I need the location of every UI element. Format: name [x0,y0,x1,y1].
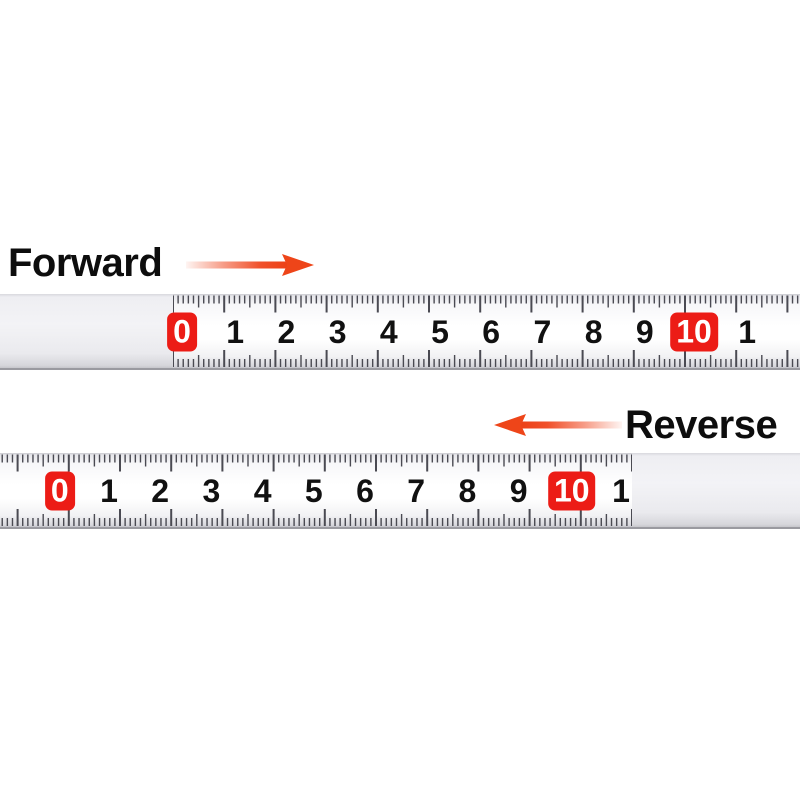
reverse-tape-edge [0,527,800,529]
forward-tick-marks [173,294,800,370]
reverse-tick-marks [0,453,632,529]
forward-tape-blank [0,294,173,370]
forward-label: Forward [8,241,163,285]
reverse-tape-blank [632,453,800,529]
forward-tape-edge [0,368,800,370]
arrow-left-icon [494,410,622,440]
arrow-right-icon [186,250,314,280]
reverse-label: Reverse [625,403,778,447]
